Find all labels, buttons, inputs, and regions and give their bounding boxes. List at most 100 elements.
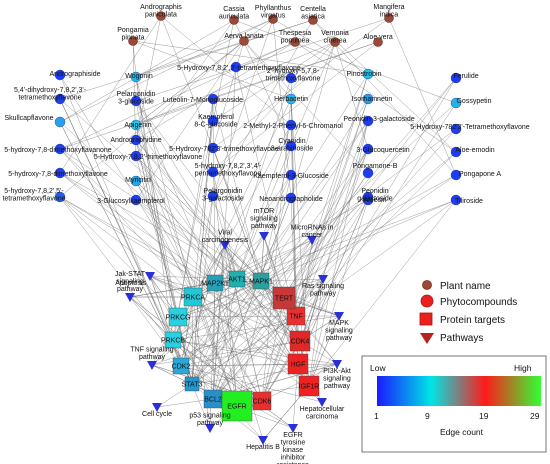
- target-node: [183, 287, 203, 307]
- edge: [191, 77, 457, 385]
- compound-node: [285, 140, 297, 152]
- compound-label: 5-hydroxy-7,8,2',3',4'-pentamethoxyflavo…: [195, 163, 262, 178]
- edge: [212, 40, 245, 149]
- pathway-label: Cell cycle: [142, 411, 172, 418]
- target-node: [228, 270, 246, 288]
- compound-label: 5-Hydroxy-782'3'-Tetramethoxyflavone: [410, 124, 530, 131]
- compound-label: Myricitin: [125, 177, 151, 184]
- compound-node: [130, 194, 142, 206]
- edge: [191, 315, 297, 385]
- compound-node: [54, 93, 66, 105]
- colorbar-tick-1: 1: [374, 411, 379, 421]
- edge: [135, 124, 193, 385]
- edge: [135, 15, 162, 141]
- edge: [191, 77, 292, 385]
- edge: [283, 77, 457, 299]
- compound-node: [130, 95, 142, 107]
- edge: [180, 244, 226, 367]
- edge: [308, 315, 340, 387]
- pathway-label: Apoptosis: [115, 280, 146, 287]
- compound-label: Andrographidine: [110, 137, 161, 144]
- compound-node: [54, 69, 66, 81]
- edge: [180, 195, 214, 367]
- edge: [212, 98, 262, 282]
- target-label: AKT1: [228, 277, 246, 284]
- edge: [59, 196, 216, 284]
- compound-label: Pongamone-B: [353, 163, 398, 170]
- target-label: BCL2: [204, 397, 222, 404]
- pathway-node: [288, 424, 298, 433]
- edge: [160, 15, 292, 126]
- compound-label: 3-Glucosylkaempferol: [97, 198, 165, 205]
- edge: [59, 41, 296, 150]
- edge: [191, 239, 313, 385]
- compound-label: Wogonin: [125, 73, 153, 80]
- plant-node: [290, 37, 300, 47]
- edge: [135, 155, 310, 387]
- edge: [172, 120, 214, 341]
- edge: [272, 18, 292, 199]
- pathway-node: [318, 275, 328, 284]
- edge: [212, 195, 238, 280]
- edge: [192, 296, 238, 407]
- colorbar-tick-29: 29: [530, 411, 540, 421]
- edge: [236, 239, 313, 280]
- target-node: [184, 376, 200, 392]
- edge: [261, 148, 369, 402]
- compound-label: Apigenin: [124, 122, 151, 129]
- edge: [135, 199, 216, 284]
- edge: [172, 280, 262, 341]
- edge: [212, 147, 262, 282]
- compound-label: 5-hydroxy-7,8-dimethoxyflavanone: [4, 147, 111, 154]
- edge: [135, 19, 235, 157]
- edge: [191, 296, 194, 385]
- edge: [59, 18, 274, 123]
- edge: [177, 280, 262, 318]
- edge: [214, 174, 292, 284]
- compound-node: [54, 191, 66, 203]
- edge: [160, 15, 214, 149]
- pathway-node: [334, 312, 344, 321]
- compound-label: Gossypetin: [456, 98, 491, 105]
- edge: [308, 199, 369, 387]
- target-label: EGFR: [227, 404, 246, 411]
- edge: [236, 124, 292, 280]
- compound-node: [450, 97, 462, 109]
- pathway-label: Hepatitis B: [246, 444, 280, 451]
- edge: [260, 145, 292, 282]
- edge: [135, 17, 390, 102]
- legend-target-swatch: [419, 312, 433, 326]
- compound-node: [130, 150, 142, 162]
- edge: [212, 282, 216, 400]
- pathway-node: [125, 293, 135, 302]
- plant-node: [308, 15, 318, 25]
- target-node: [206, 274, 224, 292]
- edge: [308, 199, 457, 387]
- compound-label: 5-Hydroxy-7,8,2',3'-tetramethoxyflavone: [177, 65, 301, 72]
- pathway-node: [332, 360, 342, 369]
- edge: [177, 199, 457, 318]
- colorbar: Low High 1 9 19 29 Edge count: [361, 355, 547, 453]
- network-nodes: [54, 11, 462, 445]
- target-label: PRKCG: [166, 315, 191, 322]
- compound-label: Aloe-emodin: [455, 147, 494, 154]
- edge: [180, 196, 369, 367]
- target-label: MAP2K1: [201, 281, 229, 288]
- edge: [212, 244, 226, 400]
- edge: [212, 148, 369, 400]
- edge: [172, 339, 338, 365]
- target-node: [287, 353, 309, 375]
- edge: [294, 41, 457, 153]
- compound-label: 2-Methyl-2-Phenyl-6-Chromanol: [243, 123, 343, 130]
- edge: [212, 278, 238, 400]
- edge: [212, 18, 274, 197]
- edge: [59, 40, 245, 198]
- edge: [149, 275, 301, 342]
- target-label: CDK4: [291, 339, 310, 346]
- target-label: PRKCA: [181, 295, 205, 302]
- compound-label: 5-Hydroxy-782'3'-trimethoxyflavone: [169, 146, 279, 153]
